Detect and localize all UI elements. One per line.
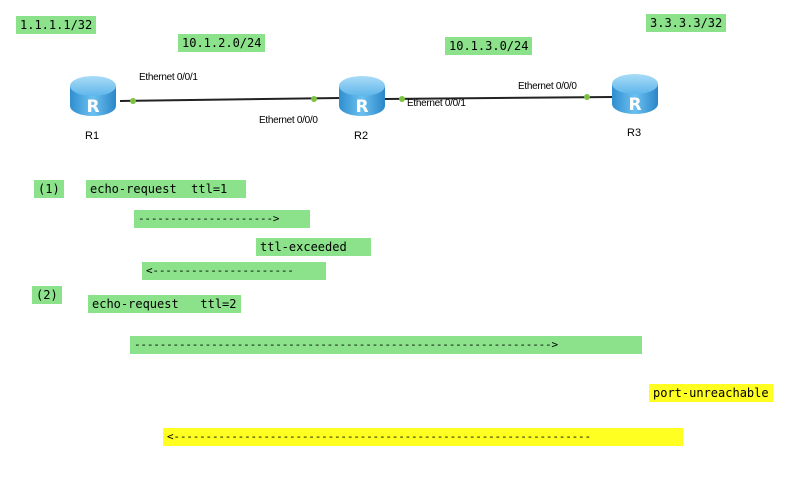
step1-number: (1): [34, 180, 64, 198]
port-dot-r2-e001: [399, 96, 405, 102]
link-r2-r3: [384, 96, 613, 100]
step2-reply-label: port-unreachable: [649, 384, 773, 402]
router-r2-label: R2: [354, 130, 369, 142]
step1-back-arrow: <----------------------: [142, 262, 326, 280]
r2-left-interface-label: Ethernet 0/0/0: [259, 115, 318, 126]
router-r2-icon[interactable]: R: [337, 74, 387, 118]
step2-request-label: echo-request ttl=2: [88, 295, 241, 313]
link-r1-r2: [119, 97, 341, 102]
port-dot-r2-e000: [311, 96, 317, 102]
router-r3-icon[interactable]: R: [610, 72, 660, 116]
r1-interface-label: Ethernet 0/0/1: [139, 72, 198, 83]
port-dot-r1-e001: [130, 98, 136, 104]
router-r3-label: R3: [627, 127, 642, 139]
router-glyph: R: [355, 97, 368, 117]
step1-request-label: echo-request ttl=1: [86, 180, 246, 198]
router-glyph: R: [86, 97, 99, 117]
net-r1-r2-label: 10.1.2.0/24: [178, 34, 266, 52]
port-dot-r3-e000: [584, 94, 590, 100]
step1-forward-arrow: --------------------->: [134, 210, 310, 228]
net-r2-r3-label: 10.1.3.0/24: [445, 37, 533, 55]
router-glyph: R: [628, 95, 641, 115]
step2-number: (2): [32, 286, 62, 304]
router-r1-icon[interactable]: R: [68, 74, 118, 118]
r1-loopback-label: 1.1.1.1/32: [16, 16, 97, 34]
r3-loopback-label: 3.3.3.3/32: [646, 14, 727, 32]
step2-back-arrow: <---------------------------------------…: [163, 428, 683, 446]
r2-right-interface-label: Ethernet 0/0/1: [407, 98, 466, 109]
step1-reply-label: ttl-exceeded: [256, 238, 371, 256]
r3-interface-label: Ethernet 0/0/0: [518, 81, 577, 92]
step2-forward-arrow: ----------------------------------------…: [130, 336, 642, 354]
router-r1-label: R1: [85, 130, 100, 142]
